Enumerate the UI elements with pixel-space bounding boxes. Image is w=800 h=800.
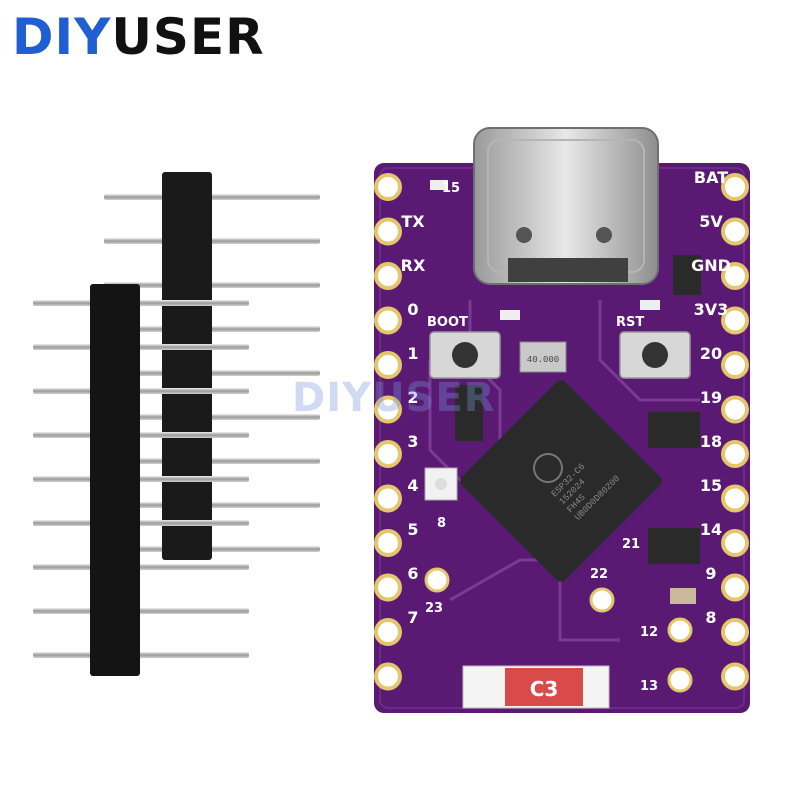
pin-label-right: 20 — [700, 344, 722, 363]
gpio-pad-left — [374, 395, 402, 424]
antenna-label: C3 — [530, 677, 559, 701]
pin-label-right: 5V — [699, 212, 723, 231]
pin-label-left: 2 — [407, 388, 418, 407]
pin-label-right: BAT — [694, 168, 728, 187]
pin-label-left: 3 — [407, 432, 418, 451]
watermark: DIYUSER — [292, 375, 496, 421]
crystal-oscillator: 40.000 — [519, 341, 567, 373]
gpio-pad-right — [721, 573, 749, 602]
gpio-pad-right — [721, 662, 749, 691]
pin-label-left: 1 — [407, 344, 418, 363]
mosfet-bottom — [648, 528, 700, 564]
pin-label-right: 14 — [700, 520, 722, 539]
gpio-pad-right — [721, 217, 749, 246]
antenna-area: C3 — [462, 665, 610, 709]
pin-header-back — [104, 172, 320, 560]
pin-label-right: GND — [691, 256, 731, 275]
header-pin — [33, 652, 249, 658]
pin-label-right: 19 — [700, 388, 722, 407]
header-pin — [33, 520, 249, 526]
header-pin — [33, 476, 249, 482]
boot-label: BOOT — [427, 315, 468, 330]
gpio-pad-right — [721, 395, 749, 424]
header-pin — [33, 388, 249, 394]
brand-logo: DIYUSER — [12, 12, 265, 62]
gpio-pad-left — [374, 529, 402, 557]
pin-label-left: 0 — [407, 300, 418, 319]
header-pin — [33, 564, 249, 570]
pin-label-right: 3V3 — [694, 300, 729, 319]
gpio-pad-right — [721, 351, 749, 379]
header-pin — [33, 608, 249, 614]
pin-label-right: 8 — [705, 608, 716, 627]
pin-header-front — [33, 284, 249, 676]
gpio-pad-left — [374, 440, 402, 468]
pin-label-left: RX — [401, 256, 426, 275]
usb-c-connector — [473, 127, 659, 285]
pin-label-left: TX — [401, 212, 425, 231]
diode — [673, 255, 701, 295]
pin-label-left: 7 — [407, 608, 418, 627]
gpio-pad-left — [374, 618, 402, 646]
esp32-c6-board: 40.000 ESP32-C6 152024 FH4S UB0D0D80200 — [374, 127, 750, 713]
gpio-pad-right — [721, 306, 749, 335]
gpio-pad-left — [374, 262, 402, 290]
brand-logo-part2: USER — [111, 8, 265, 66]
pin-label-left: 5 — [407, 520, 418, 539]
gpio-pad-right — [721, 529, 749, 557]
gpio-pad-left — [374, 173, 402, 201]
pad-label-12: 12 — [640, 625, 658, 640]
boot-button[interactable] — [429, 331, 501, 379]
pin-label-right: 9 — [705, 564, 716, 583]
pin-label-left: 4 — [407, 476, 418, 495]
mosfet-top — [648, 412, 700, 448]
esp32-c6-chip: ESP32-C6 152024 FH4S UB0D0D80200 — [460, 380, 662, 582]
brand-logo-part1: DIY — [12, 8, 112, 66]
pin-label-left: 6 — [407, 564, 418, 583]
capacitor — [670, 588, 696, 604]
pin-label-right: 18 — [700, 432, 722, 451]
gpio-pad-left — [374, 351, 402, 379]
gpio-pad-right — [721, 173, 749, 201]
header-pin — [33, 432, 249, 438]
pad-label-23: 23 — [425, 601, 443, 616]
pin-label-right: 15 — [700, 476, 722, 495]
header-pin — [33, 300, 249, 306]
reset-label: RST — [616, 315, 644, 330]
header-pin — [33, 344, 249, 350]
pad-label-22: 22 — [590, 567, 608, 582]
gpio-pad-right — [721, 484, 749, 513]
gpio-pad-right — [721, 262, 749, 290]
gpio-pad-left — [374, 306, 402, 335]
pad-label-8: 8 — [437, 516, 446, 531]
gpio-pad-left — [374, 662, 402, 691]
svg-text:40.000: 40.000 — [527, 355, 559, 365]
gpio-pad-left — [374, 484, 402, 513]
pad-label-21: 21 — [622, 537, 640, 552]
gpio-pad-left — [374, 573, 402, 602]
regulator — [455, 385, 483, 441]
gpio-pad-left — [374, 217, 402, 246]
gpio-pad-right — [721, 440, 749, 468]
pad-label-13: 13 — [640, 679, 658, 694]
gpio-pad-right — [721, 618, 749, 646]
pad-label-15: 15 — [442, 181, 460, 196]
reset-button[interactable] — [619, 331, 691, 379]
